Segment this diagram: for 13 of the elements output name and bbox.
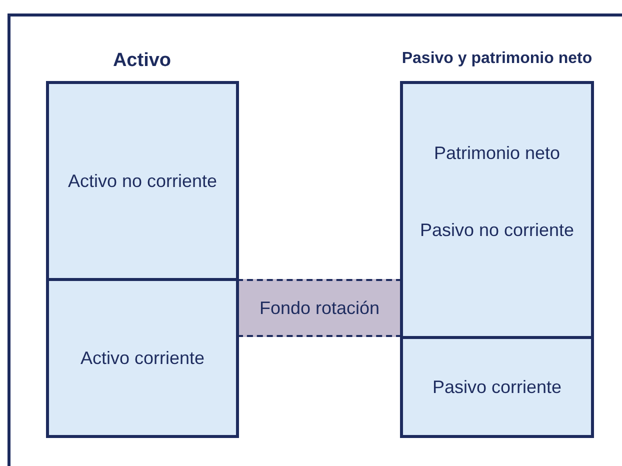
block-label: Pasivo corriente <box>432 376 562 398</box>
balance-block <box>400 81 594 339</box>
balance-block <box>400 336 594 438</box>
block-label: Fondo rotación <box>259 298 380 318</box>
column-heading: Activo <box>112 50 172 72</box>
block-label: Pasivo no corriente <box>420 220 574 241</box>
block-label: Activo corriente <box>80 348 205 368</box>
balance-block <box>46 81 239 281</box>
balance-block <box>46 278 239 438</box>
block-label: Patrimonio neto <box>434 143 560 164</box>
dashed-box <box>237 279 402 337</box>
block-label: Activo no corriente <box>68 170 218 192</box>
column-heading: Pasivo y patrimonio neto <box>400 50 594 68</box>
